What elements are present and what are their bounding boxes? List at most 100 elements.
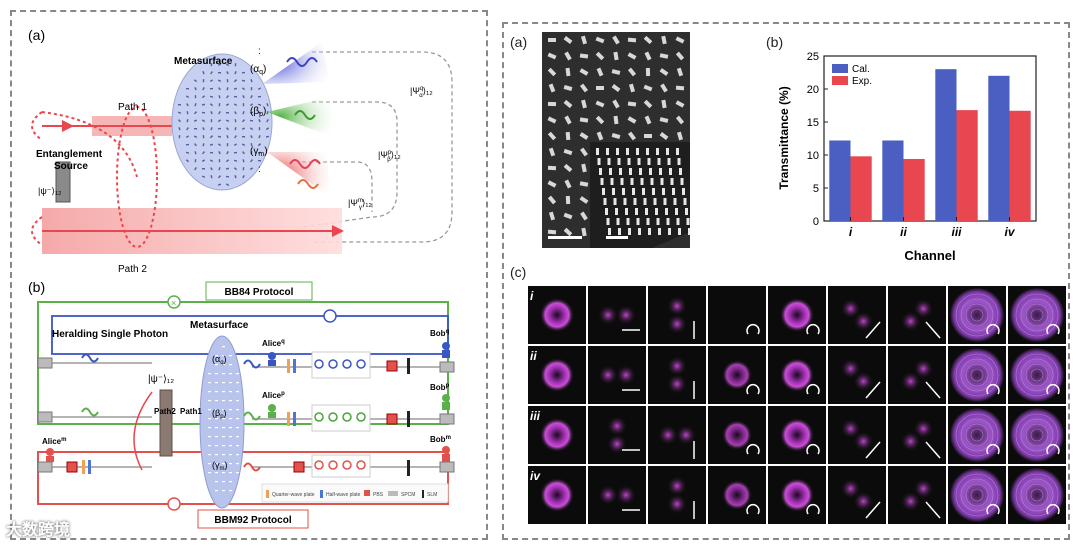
nanopillar — [193, 143, 198, 147]
watermark: 大数跨境 — [6, 520, 71, 539]
x-axis-label: Channel — [904, 248, 955, 263]
sem-pillar — [675, 85, 685, 91]
state-label-b: |ψ⁻⟩₁₂ — [148, 374, 174, 385]
metasurface-ellipse — [171, 53, 273, 191]
nanopillar — [208, 400, 211, 402]
sem-inset-pillar — [676, 218, 680, 225]
nanopillar — [249, 119, 254, 122]
metasurface-label-b: Metasurface — [190, 320, 249, 331]
nanopillar — [233, 151, 238, 154]
sem-pillar — [547, 101, 557, 107]
sem-pillar — [548, 38, 556, 42]
nanopillar — [229, 472, 232, 474]
sem-inset-pillar — [629, 168, 632, 175]
nanopillar — [217, 175, 222, 179]
sem-pillar — [627, 67, 637, 77]
nanopillar — [242, 111, 245, 115]
nanopillar — [193, 111, 198, 115]
y-tick-label: 5 — [813, 183, 819, 195]
sem-inset-pillar — [638, 228, 641, 235]
sem-inset-pillar — [627, 158, 631, 165]
fringe-mode — [950, 468, 1004, 522]
nanopillar — [222, 436, 225, 438]
nanopillar — [242, 103, 245, 107]
alice-p-label: Alicep — [262, 391, 285, 400]
sem-pillar — [644, 51, 652, 61]
nanopillar — [215, 427, 218, 429]
nanopillar — [236, 391, 239, 393]
sem-inset-pillar — [632, 188, 635, 195]
sem-inset-pillar — [650, 178, 654, 185]
sem-inset-pillar — [679, 168, 682, 175]
sem-inset-pillar — [609, 168, 612, 175]
sem-inset-pillar — [666, 218, 670, 225]
nanopillar — [185, 135, 190, 139]
source-state: |ψ⁻⟩₁₂ — [38, 186, 62, 196]
nanopillar — [233, 95, 238, 98]
sem-pillar — [661, 99, 667, 109]
nanopillar — [217, 87, 222, 91]
sem-pillar — [675, 115, 685, 125]
nanopillar — [225, 111, 230, 114]
nanopillar — [229, 355, 232, 357]
sem-pillar — [644, 134, 652, 138]
dots-top: : — [258, 46, 261, 57]
nanopillar — [257, 151, 262, 154]
mode-cell — [708, 286, 766, 344]
vortex-spirals-b — [81, 353, 261, 472]
sem-pillar — [611, 83, 621, 93]
nanopillar — [194, 87, 197, 91]
component-legend-box — [261, 483, 449, 503]
bar-cal-ii — [882, 140, 904, 221]
sem-pillar — [581, 227, 587, 237]
lobe — [840, 298, 861, 319]
nanopillar — [236, 445, 239, 447]
nanopillar — [257, 159, 262, 162]
fringe-ring — [1015, 293, 1059, 337]
beta-label-a: (βp) — [250, 106, 266, 118]
nanopillar — [236, 382, 239, 384]
sem-pillar — [548, 147, 556, 157]
sem-pillar — [675, 51, 685, 61]
heralding-label: Heralding Single Photon — [52, 329, 168, 340]
sem-inset-pillar — [649, 168, 652, 175]
fringe-ring — [1030, 428, 1044, 442]
donut-mode — [540, 298, 574, 332]
nanopillar — [201, 103, 206, 106]
sem-pillar — [563, 227, 573, 237]
fringe-ring — [970, 368, 984, 382]
sem-pillar — [548, 211, 556, 221]
nanopillar — [250, 79, 253, 83]
donut-mode — [540, 418, 574, 452]
gamma-label-b: (γm) — [212, 460, 228, 472]
nanopillar — [177, 111, 182, 114]
nanopillar — [209, 143, 214, 146]
sem-inset-pillar — [647, 158, 651, 165]
sem-inset-pillar — [669, 168, 672, 175]
bob-q-label: Bobq — [430, 329, 450, 338]
nanopillar — [233, 167, 238, 171]
lobe — [616, 365, 636, 385]
lobe — [913, 358, 934, 379]
sem-inset-pillar — [678, 228, 681, 235]
fringe-mode — [1010, 468, 1064, 522]
sem-inset-pillar — [668, 228, 671, 235]
bar-exp-iv — [1009, 110, 1031, 221]
bar-exp-ii — [903, 158, 925, 221]
bb84-label: BB84 Protocol — [225, 287, 294, 298]
sem-inset-pillar — [656, 218, 660, 225]
nanopillar — [234, 135, 237, 139]
sem-pillar — [547, 116, 557, 124]
nanopillar — [185, 95, 190, 99]
sem-inset-pillar — [622, 188, 625, 195]
circular-polarization-arrow — [986, 504, 1000, 515]
sem-inset-pillar — [620, 178, 624, 185]
nanopillar — [250, 87, 253, 91]
nanopillar — [257, 143, 262, 147]
sem-pillar — [547, 195, 557, 205]
sem-pillar — [612, 99, 620, 109]
panel-a-label: (a) — [28, 27, 45, 43]
fringe-ring — [1020, 418, 1054, 452]
